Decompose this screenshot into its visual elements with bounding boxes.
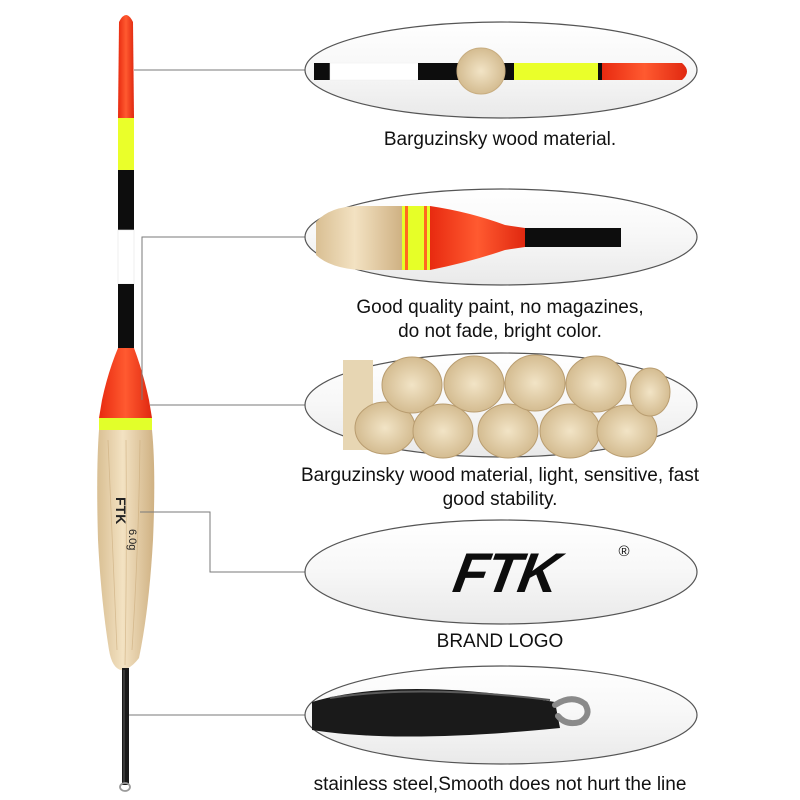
float-body-red [99, 348, 152, 418]
float-brand-print: FTK [113, 497, 129, 524]
brand-logo: FTK [449, 541, 569, 604]
float-weight-print: 6.0g [126, 529, 138, 550]
float-body-wood [97, 430, 155, 670]
wood-grain [107, 439, 141, 666]
float-eyelet [119, 782, 131, 792]
caption-tip-line-1: Barguzinsky wood material. [383, 129, 617, 150]
wood-end-sample [456, 47, 506, 95]
caption-paint-line-2: do not fade, bright color. [398, 321, 602, 342]
stem-eyelet [552, 696, 591, 727]
caption-paint-line-1: Good quality paint, no magazines, [356, 297, 644, 318]
caption-stem: stainless steel,Smooth does not hurt the… [270, 773, 730, 797]
caption-logo: BRAND LOGO [300, 630, 700, 654]
float-band-black-2 [118, 284, 134, 348]
fishing-float: FTK 6.0g [97, 15, 155, 792]
float-collar-yellow [99, 418, 152, 430]
caption-paint: Good quality paint, no magazines, do not… [300, 296, 700, 344]
float-band-white [117, 229, 135, 285]
callout-oval-stem [304, 665, 698, 765]
callout-lines [129, 69, 305, 716]
caption-wood-line-2: good stability. [442, 489, 558, 510]
callout-oval-tip [304, 21, 698, 119]
float-tip-yellow [118, 118, 134, 170]
caption-wood: Barguzinsky wood material, light, sensit… [280, 464, 720, 512]
caption-wood-line-1: Barguzinsky wood material, light, sensit… [300, 465, 700, 486]
leader-line-paint [141, 236, 305, 400]
callout-oval-wood [304, 352, 698, 459]
callout-oval-paint [304, 188, 698, 286]
float-band-black-1 [118, 170, 134, 230]
caption-logo-line-1: BRAND LOGO [436, 631, 564, 652]
caption-stem-line-1: stainless steel,Smooth does not hurt the… [313, 774, 687, 795]
caption-tip: Barguzinsky wood material. [300, 128, 700, 152]
wood-dowel-bundle [343, 354, 671, 459]
registered-mark: ® [618, 543, 629, 560]
leader-line-logo [140, 511, 305, 573]
callout-oval-logo: FTK ® [304, 519, 698, 625]
float-tip-red [118, 15, 134, 118]
float-stem [122, 668, 129, 785]
